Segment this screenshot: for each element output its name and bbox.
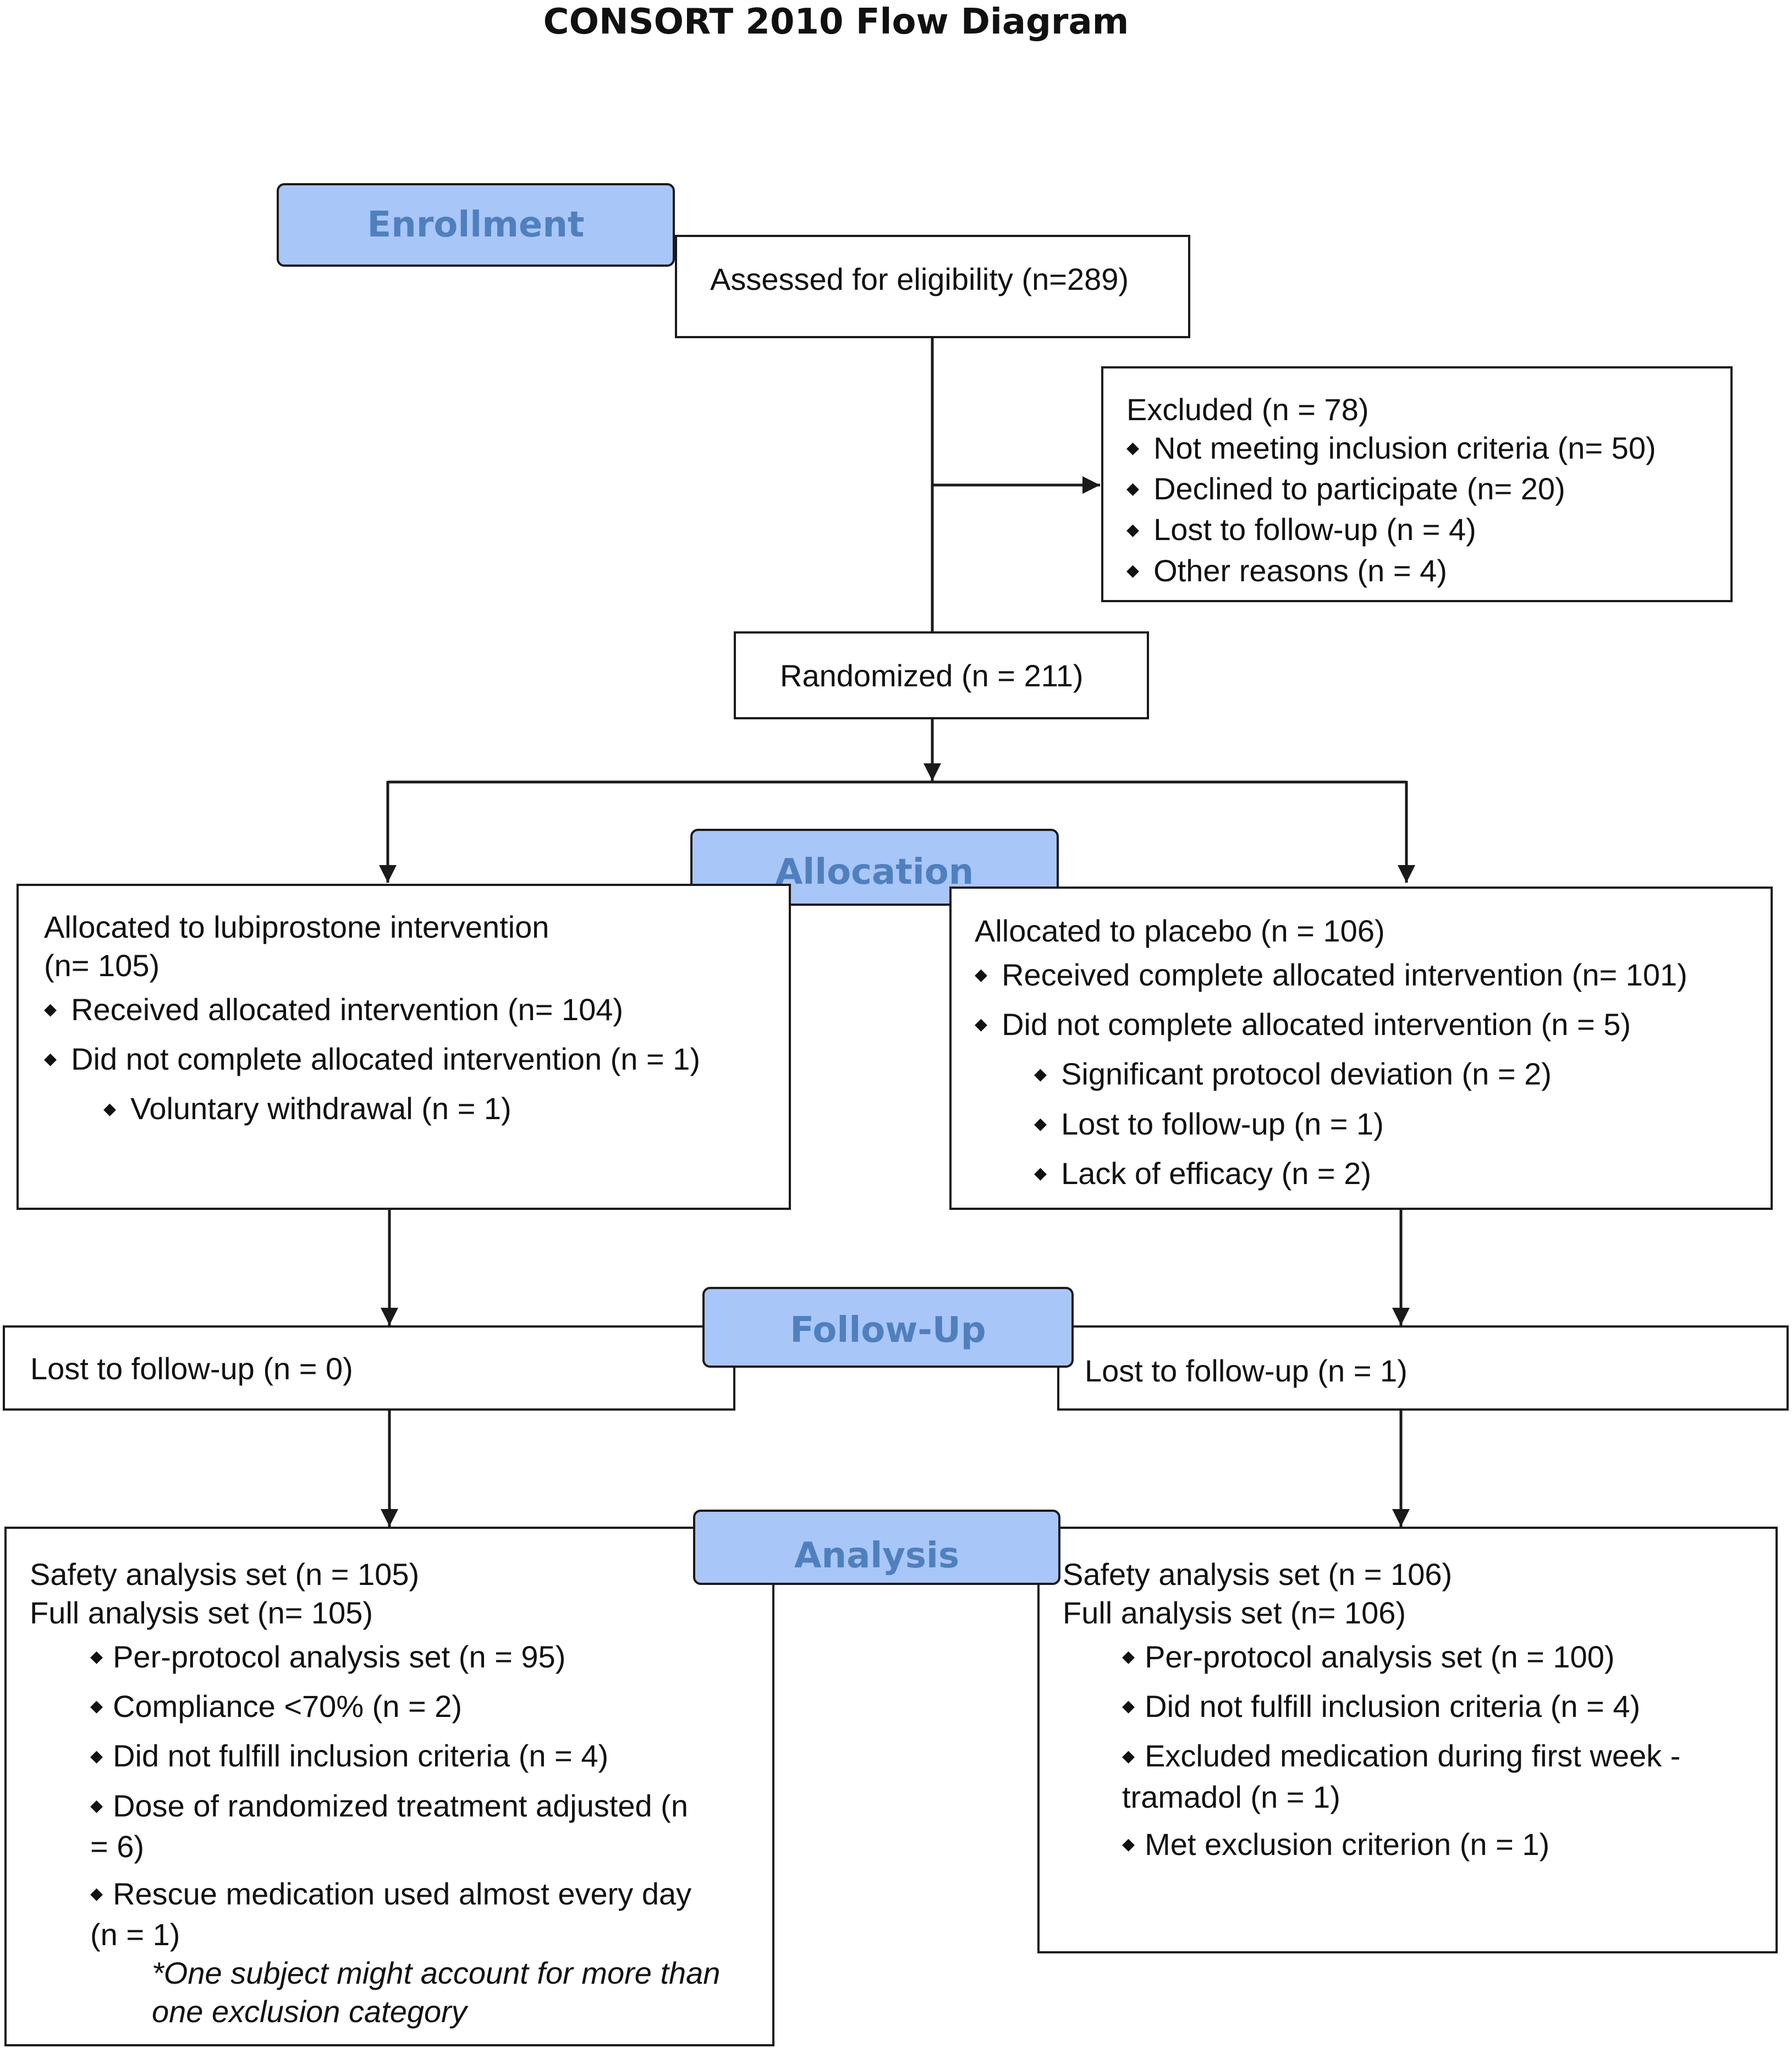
diamond-bullet-icon: ◆	[975, 1015, 988, 1034]
analysis-right-item-continued: tramadol (n = 1)	[1122, 1779, 1340, 1814]
diamond-bullet-icon: ◆	[44, 1050, 57, 1069]
followup-left-box: Lost to follow-up (n = 0)	[3, 1325, 735, 1411]
excluded-item: ◆Not meeting inclusion criteria (n= 50)	[1126, 429, 1730, 470]
assessed-box: Assessed for eligibility (n=289)	[675, 235, 1190, 338]
phase-follow-up-label: Follow-Up	[790, 1310, 986, 1351]
followup-right-box: Lost to follow-up (n = 1)	[1057, 1325, 1789, 1411]
randomized-box: Randomized (n = 211)	[734, 631, 1149, 719]
analysis-left-item: ◆Compliance <70% (n = 2)	[30, 1687, 772, 1728]
analysis-left-item: ◆Dose of randomized treatment adjusted (…	[30, 1787, 772, 1827]
assessed-text: Assessed for eligibility (n=289)	[710, 262, 1129, 296]
analysis-left-item-continued: = 6)	[90, 1829, 145, 1864]
allocation-right-subitem: ◆Lack of efficacy (n = 2)	[975, 1154, 1771, 1195]
diamond-bullet-icon: ◆	[90, 1796, 103, 1815]
diamond-bullet-icon: ◆	[1126, 480, 1140, 498]
analysis-left-item: ◆Did not fulfill inclusion criteria (n =…	[30, 1737, 772, 1777]
diamond-bullet-icon: ◆	[975, 966, 988, 984]
followup-left-text: Lost to follow-up (n = 0)	[30, 1351, 353, 1386]
analysis-right-item: ◆Met exclusion criterion (n = 1)	[1063, 1825, 1775, 1866]
diamond-bullet-icon: ◆	[1122, 1835, 1135, 1853]
diamond-bullet-icon: ◆	[90, 1697, 103, 1716]
allocation-left-item: ◆Received allocated intervention (n= 104…	[44, 990, 789, 1031]
excluded-box: Excluded (n = 78) ◆Not meeting inclusion…	[1101, 366, 1733, 602]
followup-right-text: Lost to follow-up (n = 1)	[1085, 1353, 1408, 1388]
diamond-bullet-icon: ◆	[1034, 1164, 1047, 1183]
allocation-left-subitem: ◆Voluntary withdrawal (n = 1)	[44, 1089, 789, 1130]
diamond-bullet-icon: ◆	[1122, 1747, 1135, 1765]
analysis-left-item: ◆Per-protocol analysis set (n = 95)	[30, 1638, 772, 1678]
analysis-right-safety: Safety analysis set (n = 106)	[1063, 1557, 1453, 1592]
excluded-header: Excluded (n = 78)	[1126, 392, 1369, 427]
analysis-right-item: ◆Excluded medication during first week -	[1063, 1737, 1775, 1777]
allocation-right-box: Allocated to placebo (n = 106) ◆Received…	[949, 887, 1773, 1210]
diamond-bullet-icon: ◆	[90, 1747, 103, 1765]
analysis-left-item-continued: (n = 1)	[90, 1917, 180, 1952]
diamond-bullet-icon: ◆	[1126, 561, 1140, 580]
analysis-left-full: Full analysis set (n= 105)	[30, 1595, 373, 1630]
diamond-bullet-icon: ◆	[1122, 1697, 1135, 1716]
diamond-bullet-icon: ◆	[1122, 1648, 1135, 1666]
analysis-right-full: Full analysis set (n= 106)	[1063, 1595, 1406, 1630]
diagram-title: CONSORT 2010 Flow Diagram	[543, 2, 1129, 42]
allocation-right-subitem: ◆Lost to follow-up (n = 1)	[975, 1105, 1771, 1146]
analysis-right-box: Safety analysis set (n = 106) Full analy…	[1037, 1527, 1778, 1953]
phase-allocation-label: Allocation	[775, 852, 974, 893]
analysis-right-item: ◆Per-protocol analysis set (n = 100)	[1063, 1638, 1775, 1678]
phase-follow-up: Follow-Up	[702, 1287, 1074, 1368]
diamond-bullet-icon: ◆	[1126, 520, 1140, 539]
phase-analysis-label: Analysis	[794, 1535, 960, 1576]
phase-analysis: Analysis	[693, 1510, 1060, 1585]
diamond-bullet-icon: ◆	[44, 1000, 57, 1019]
allocation-right-item: ◆Received complete allocated interventio…	[975, 956, 1771, 997]
analysis-left-box: Safety analysis set (n = 105) Full analy…	[4, 1527, 774, 2046]
allocation-left-header-count: (n= 105)	[44, 948, 160, 983]
diamond-bullet-icon: ◆	[1126, 439, 1140, 458]
diamond-bullet-icon: ◆	[1034, 1065, 1047, 1083]
analysis-left-note: one exclusion category	[152, 1994, 467, 2029]
randomized-text: Randomized (n = 211)	[780, 658, 1084, 693]
excluded-item: ◆Other reasons (n = 4)	[1126, 552, 1730, 592]
allocation-right-header: Allocated to placebo (n = 106)	[975, 913, 1385, 948]
allocation-left-item: ◆Did not complete allocated intervention…	[44, 1040, 789, 1081]
analysis-left-safety: Safety analysis set (n = 105)	[30, 1557, 420, 1592]
diamond-bullet-icon: ◆	[1034, 1114, 1047, 1133]
diamond-bullet-icon: ◆	[103, 1099, 117, 1118]
diamond-bullet-icon: ◆	[90, 1648, 103, 1666]
analysis-right-item: ◆Did not fulfill inclusion criteria (n =…	[1063, 1687, 1775, 1728]
analysis-left-item: ◆Rescue medication used almost every day	[30, 1875, 772, 1915]
excluded-item: ◆Lost to follow-up (n = 4)	[1126, 510, 1730, 551]
allocation-right-subitem: ◆Significant protocol deviation (n = 2)	[975, 1055, 1771, 1095]
diamond-bullet-icon: ◆	[90, 1885, 103, 1903]
allocation-left-header: Allocated to lubiprostone intervention	[44, 910, 549, 944]
phase-enrollment: Enrollment	[277, 183, 675, 267]
allocation-right-item: ◆Did not complete allocated intervention…	[975, 1005, 1771, 1046]
phase-enrollment-label: Enrollment	[367, 205, 585, 245]
excluded-item: ◆Declined to participate (n= 20)	[1126, 470, 1730, 510]
analysis-left-note: *One subject might account for more than	[152, 1956, 721, 1991]
allocation-left-box: Allocated to lubiprostone intervention (…	[17, 884, 791, 1210]
